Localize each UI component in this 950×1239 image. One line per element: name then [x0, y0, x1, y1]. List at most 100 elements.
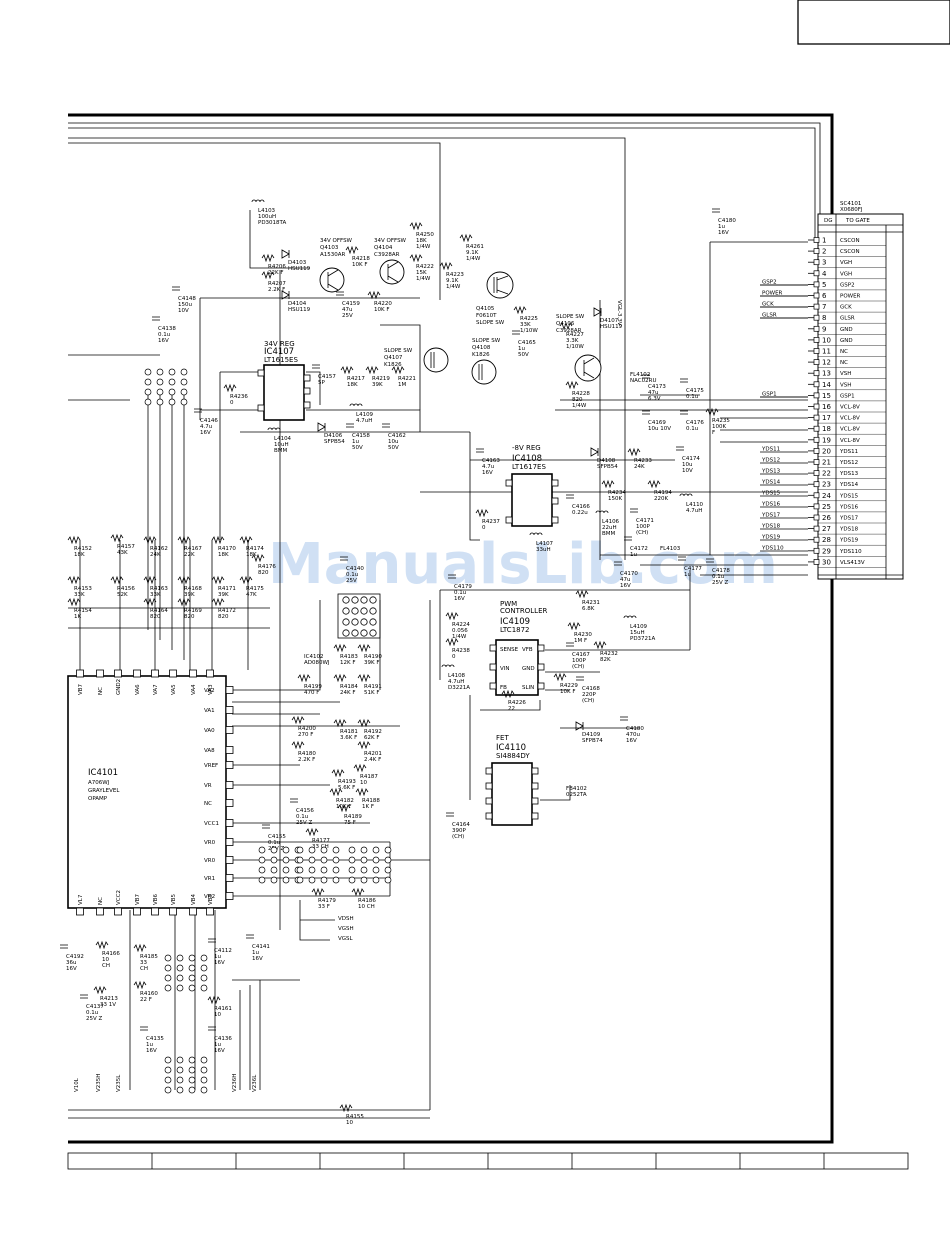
connector-net-label: YDS19 [761, 535, 781, 541]
component-ref: L4106 [602, 519, 620, 525]
q4107-ref: Q4107 [384, 355, 403, 361]
component-value: 0.22u [572, 510, 588, 516]
connector-pin-number: 6 [822, 292, 827, 300]
component-ref: R4261 [466, 244, 484, 250]
component-value: 18K [347, 382, 358, 388]
transistor-q4103: 34V OFFSW Q4103 A1530AR [319, 238, 353, 293]
bank-terminal [188, 1066, 196, 1074]
component-rating: 1/10W [566, 344, 584, 350]
bank-terminal [360, 876, 368, 884]
connector-pin-number: 17 [822, 414, 831, 422]
bank-terminal [176, 984, 184, 992]
component-ref: C4140 [346, 566, 364, 572]
component-value: 0.1u [686, 394, 698, 400]
connector-net-label: GCK [762, 302, 774, 308]
q4108-part: K1826 [472, 352, 490, 358]
component-value: 0.1u [686, 426, 698, 432]
connector-pin-signal: POWER [840, 294, 861, 300]
connector-pin-signal: CSCON [840, 249, 860, 255]
bank-terminal [164, 1056, 172, 1064]
component-rating: 50V [352, 445, 363, 451]
component-ref: C4141 [252, 944, 270, 950]
connector-pin-number: 7 [822, 303, 826, 311]
component-value: 22K [184, 552, 195, 558]
q4103-ref: Q4103 [320, 245, 339, 251]
ic4108-title: -8V REG [512, 444, 541, 452]
ic4101: IC4101 A706WJ GRAYLEVEL OPAMP VA2VA1VA0V… [67, 669, 234, 916]
component-value: 10 [214, 1012, 221, 1018]
bank-terminal [348, 856, 356, 864]
watermark: ManualsLib.com [268, 532, 778, 597]
component-value: 1K [74, 614, 81, 620]
connector-pin-number: 20 [822, 447, 831, 455]
bank-terminal [156, 378, 164, 386]
component-value: 22uH [602, 525, 617, 531]
component-ref: R4153 [74, 586, 92, 592]
component-value: 33 1V [100, 1002, 116, 1008]
component-value: 10 [360, 780, 367, 786]
component-ref: D4108 [597, 458, 616, 464]
component-ref: D4109 [582, 732, 601, 738]
component-rating: 16V [252, 956, 263, 962]
component-ref: R4163 [150, 586, 168, 592]
component-value: 36u [66, 960, 76, 966]
net-label: V235L [116, 1074, 122, 1092]
component-ref: C4173 [648, 384, 666, 390]
component-ref: C4162 [388, 433, 406, 439]
component-ref: C4169 [648, 420, 666, 426]
component-rating: 16V [146, 1048, 157, 1054]
ic4101-pin-label: VL7 [78, 894, 84, 905]
component-value: 9.1K [446, 278, 459, 284]
component-value: 0.1u [296, 814, 308, 820]
bank-terminal [296, 856, 304, 864]
connector-pin-signal: VCL-8V [840, 438, 860, 444]
component-ref: C4112 [214, 948, 232, 954]
component-ref: R4168 [184, 586, 202, 592]
transistor-q4107: SLOPE SW Q4107 K1826 [384, 347, 449, 373]
connector-pin-number: 15 [822, 392, 831, 400]
connector-pin-number: 28 [822, 536, 831, 544]
bank-terminal [270, 856, 278, 864]
connector-pin-signal: GSP1 [840, 393, 855, 399]
connector-pin-number: 13 [822, 370, 831, 378]
component-value: 62K F [364, 735, 380, 741]
component-rating: 1/10W [520, 328, 538, 334]
array-terminal [360, 607, 368, 615]
bank-terminal [176, 974, 184, 982]
component-value: 39K [372, 382, 383, 388]
component-value: AD080WJ [304, 660, 330, 666]
component-ref: R4200 [298, 726, 316, 732]
bank-terminal [270, 866, 278, 874]
component-value: 100K [712, 424, 726, 430]
bank-terminal [168, 368, 176, 376]
connector-pin-number: 30 [822, 558, 831, 566]
bank-terminal [348, 876, 356, 884]
component-rating: 16V [214, 1048, 225, 1054]
bank-terminal [144, 398, 152, 406]
connector-pin-number: 11 [822, 348, 831, 356]
connector-hdr-left: DG [824, 218, 833, 224]
connector-net-label: YDS16 [761, 502, 781, 508]
ic4109-title2: CONTROLLER [500, 607, 548, 615]
bank-terminal [332, 866, 340, 874]
bank-terminal [200, 984, 208, 992]
array-terminal [351, 596, 359, 604]
sheet-border [68, 113, 834, 1144]
component-ref: C4176 [686, 420, 704, 426]
connector-pin-number: 29 [822, 547, 831, 555]
